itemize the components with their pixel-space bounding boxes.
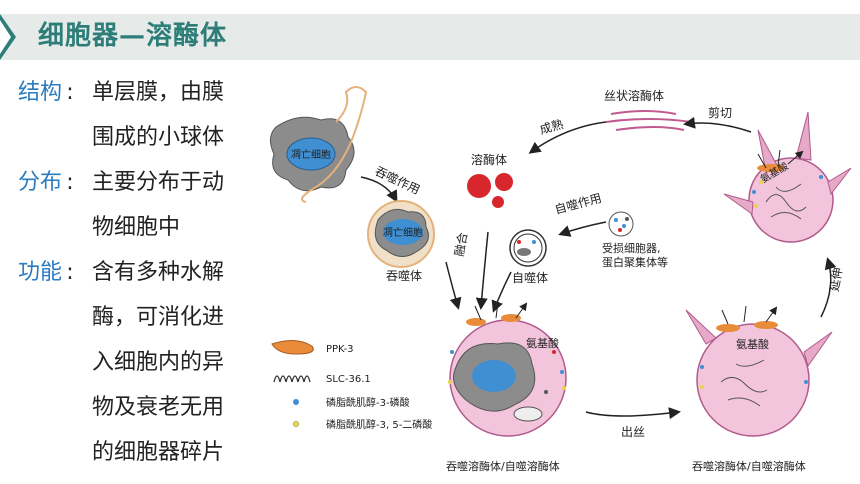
slide-header: 细胞器—溶酶体 [0,0,860,62]
damaged-organelles [608,211,634,237]
budding-arrow [585,407,681,420]
protein-aggregates-label: 蛋白聚集体等 [602,255,668,269]
header-chevron-icon [0,14,16,60]
function-label: 功能 [18,260,63,285]
lysosome-diagram: 凋亡细胞 吞噬作用 凋亡细胞 吞噬体 溶酶体 成熟 丝状溶酶体 剪切 [270,86,852,473]
damaged-organelles-label: 受损细胞器, [602,241,661,255]
function-line-1: 含有多种水解 [92,260,225,285]
phagolysosome-bottom-right [685,306,833,437]
phagosome: 凋亡细胞 [367,200,435,268]
autophagy-label: 自噬作用 [553,190,603,217]
distribution-sep: : [66,170,74,195]
cleavage-label: 剪切 [708,105,732,120]
legend-slc-label: SLC-36.1 [326,374,371,385]
phagolysosome-right-label: 吞噬溶酶体/自噬溶酶体 [692,459,806,473]
maturation-label: 成熟 [538,116,565,137]
maturation-arrow [528,121,607,154]
distribution-row: 分布: [18,170,78,196]
apoptotic-cell: 凋亡细胞 [270,116,355,192]
autophagosome [509,229,547,267]
structure-sep: : [66,80,74,105]
structure-row: 结构: [18,80,78,106]
lysosome-red-1 [467,174,491,198]
tubular-lysosome-label: 丝状溶酶体 [604,88,664,103]
function-line-4: 物及衰老无用 [92,395,225,420]
structure-line-1: 单层膜，由膜 [92,80,225,105]
autophagosome-label: 自噬体 [512,270,548,285]
extension-arrow [820,257,837,318]
legend: PPK-3 SLC-36.1 磷脂酰肌醇-3-磷酸 磷脂酰肌醇-3, 5-二磷酸 [271,340,432,431]
function-sep: : [66,260,74,285]
structure-line-2: 围成的小球体 [92,125,225,150]
cleavage-arrow [683,116,752,133]
phagosome-label: 吞噬体 [386,268,422,283]
phagolysosome-bottom-left [448,302,567,437]
structure-label: 结构 [18,80,63,105]
legend-pi35p2-label: 磷脂酰肌醇-3, 5-二磷酸 [326,418,432,431]
amino-acid-right-label: 氨基酸 [736,337,769,351]
phagolysosome-top-right: 氨基酸 [723,111,852,243]
phagocytosis-label: 吞噬作用 [373,163,423,197]
legend-pi35p2-symbol [292,420,300,428]
fusion-arrow-mid [475,231,489,310]
budding-label: 出丝 [621,425,645,439]
legend-slc-symbol [273,375,311,383]
extension-label: 延伸 [827,266,845,292]
legend-ppk3-label: PPK-3 [326,344,354,355]
fusion-arrow-right [491,271,512,313]
function-line-2: 酶，可消化进 [92,305,225,330]
lysosome-red-2 [495,173,513,191]
legend-pi3p-symbol [293,399,299,405]
autophagy-arrow [558,221,607,237]
function-row: 功能: [18,260,78,286]
lysosome-red-3 [492,196,504,208]
function-line-3: 入细胞内的异 [92,350,225,375]
amino-acid-bottom-label: 氨基酸 [526,336,559,350]
fusion-label: 融合 [451,231,470,257]
distribution-line-2: 物细胞中 [92,215,181,240]
tubular-lysosome [605,110,692,131]
fusion-arrow-left [445,261,462,310]
apoptotic-cell-label: 凋亡细胞 [291,148,331,161]
header-band [0,14,860,60]
page-title: 细胞器—溶酶体 [38,21,228,51]
phagolysosome-left-label: 吞噬溶酶体/自噬溶酶体 [446,459,560,473]
distribution-label: 分布 [18,170,63,195]
distribution-line-1: 主要分布于动 [92,170,225,195]
phagocytosis-arrow [360,176,398,203]
lysosome-label: 溶酶体 [471,152,507,167]
legend-pi3p-label: 磷脂酰肌醇-3-磷酸 [326,396,410,409]
phagosome-cell-label: 凋亡细胞 [383,226,423,239]
legend-ppk3-symbol [271,340,314,355]
pseudopod-strand [301,86,368,203]
function-line-5: 的细胞器碎片 [92,440,225,465]
